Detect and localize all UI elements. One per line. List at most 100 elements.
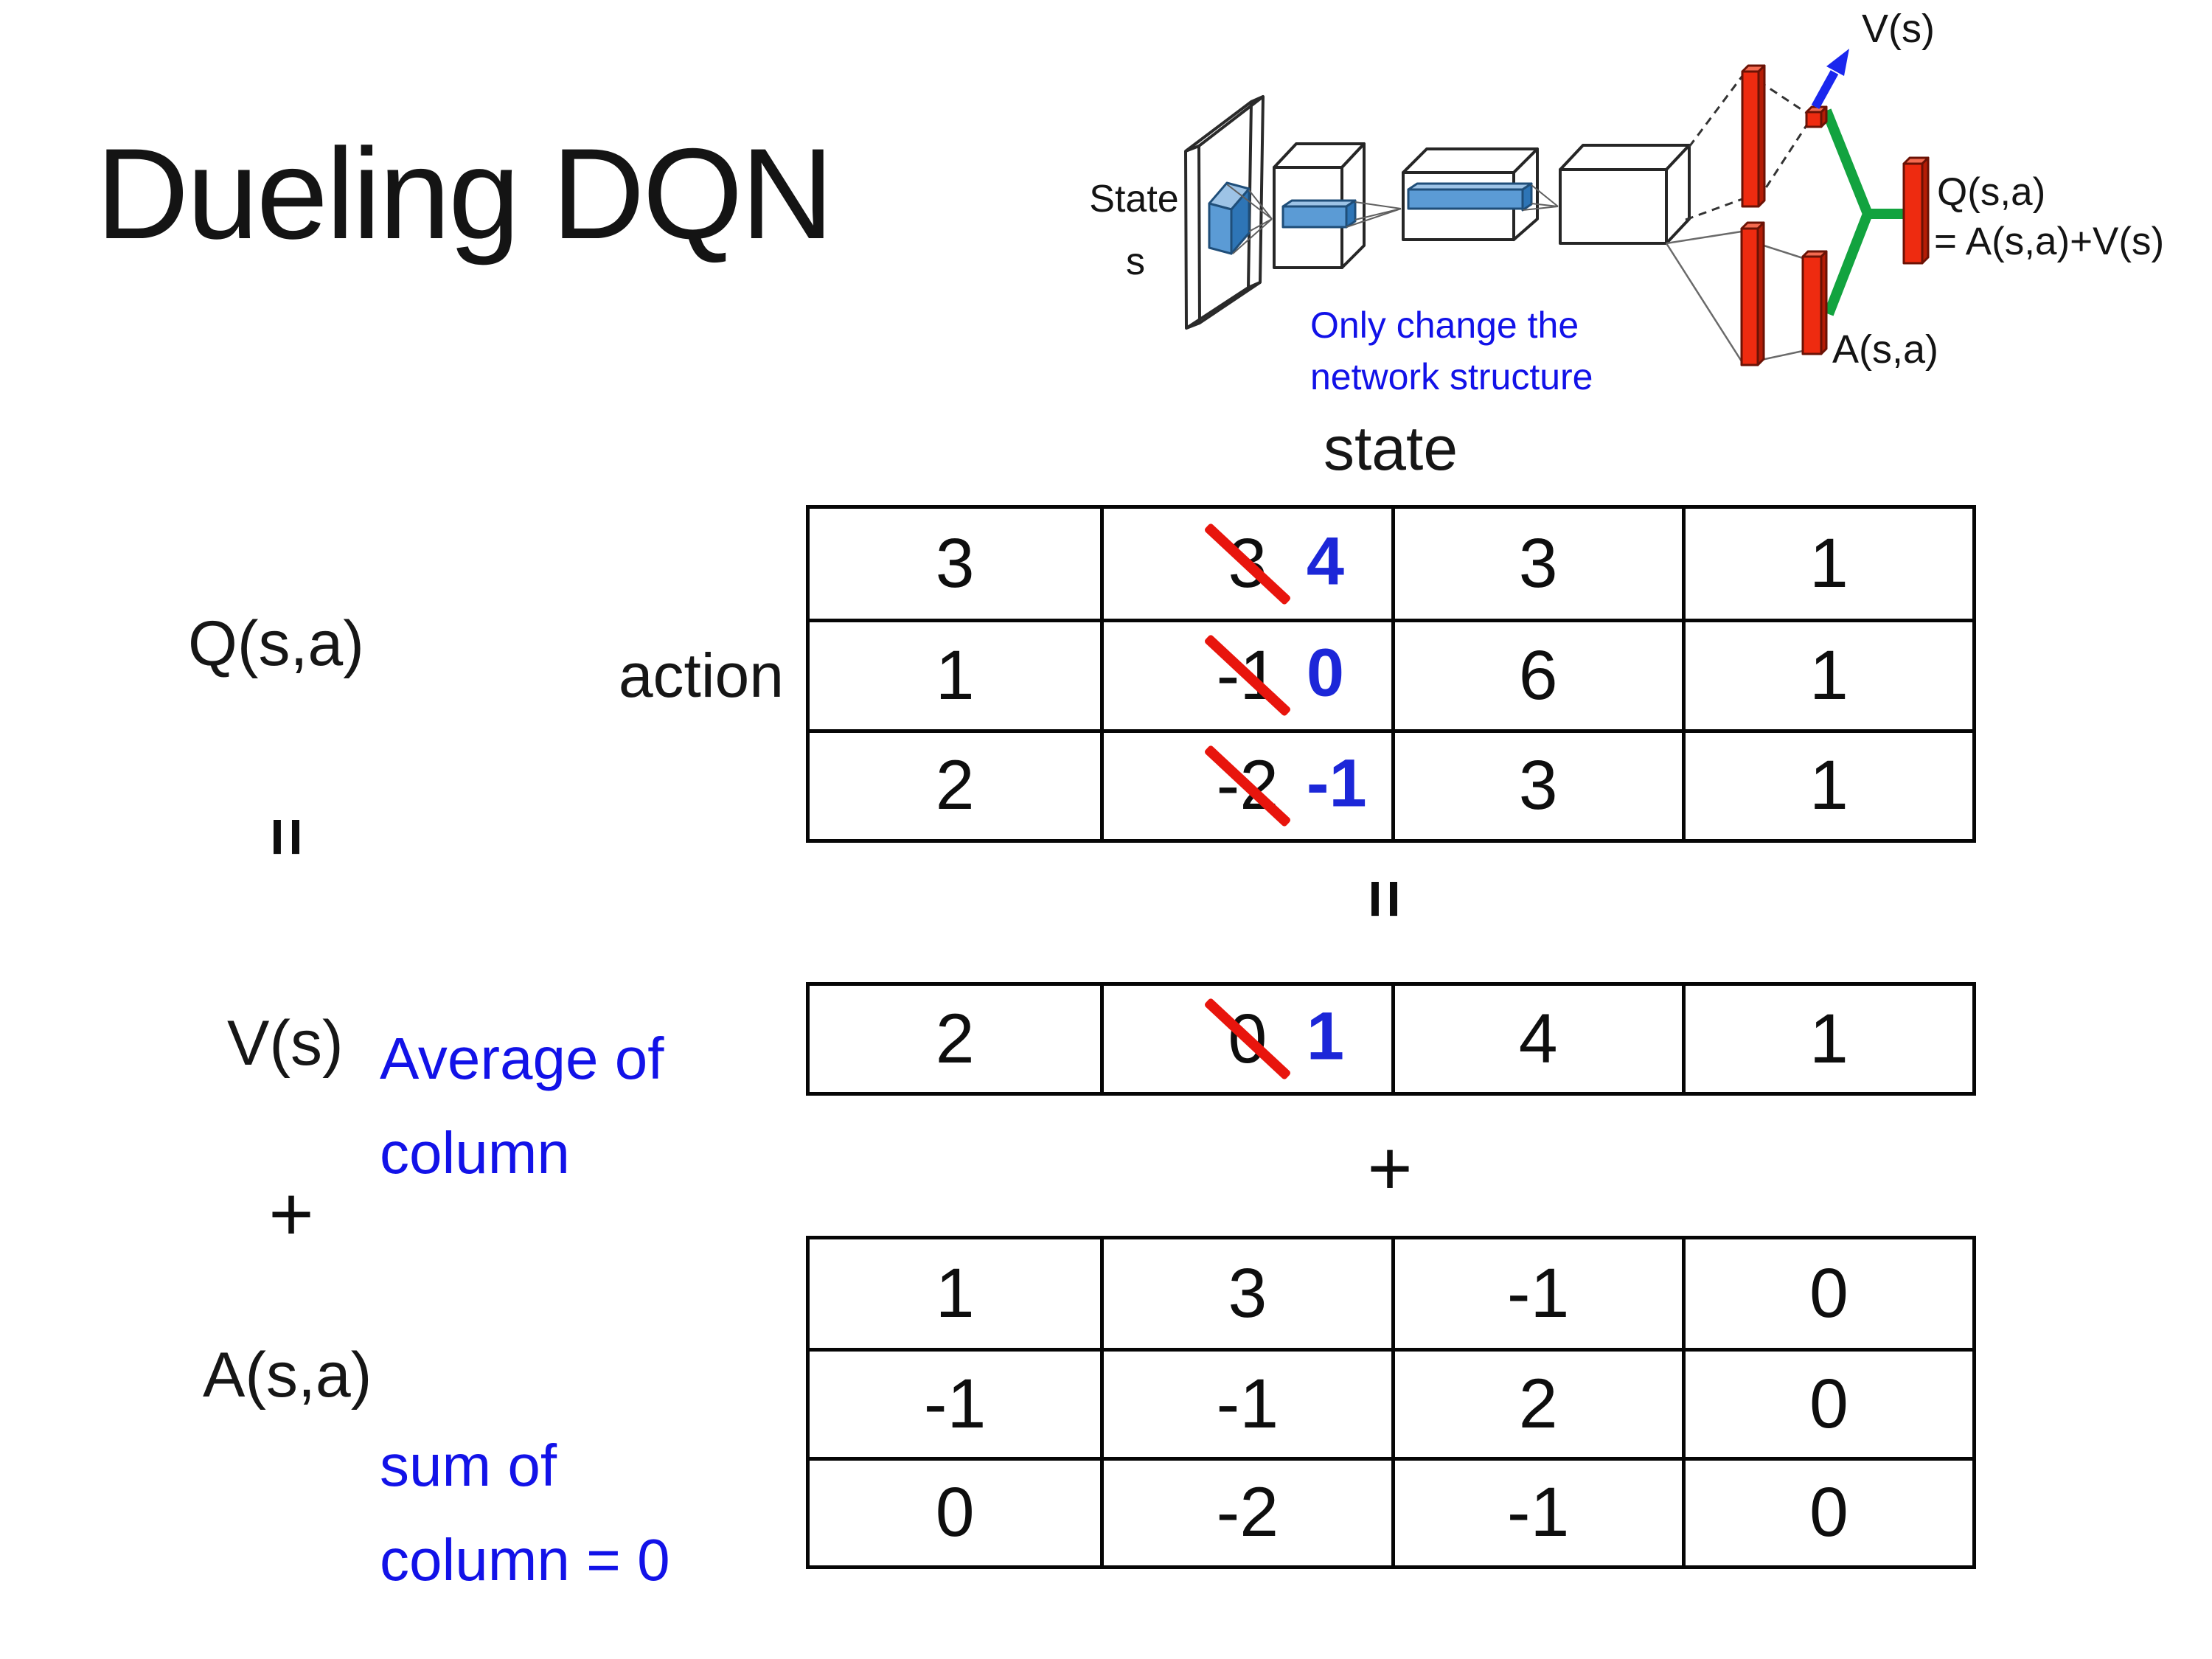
replacement-value: 4 <box>1306 523 1345 599</box>
matrix-value: -1 <box>1506 1254 1570 1333</box>
a-matrix-cell-r2c0: 0 <box>810 1456 1101 1565</box>
slide-title: Dueling DQN <box>96 122 834 266</box>
q-matrix-cell-r0c0: 3 <box>810 509 1100 619</box>
value-arrow-icon <box>1811 49 1849 109</box>
fc-bar-value-stream <box>1741 64 1766 208</box>
diagram-note-line2: network structure <box>1310 356 1593 397</box>
advantage-output-bar <box>1801 250 1828 355</box>
conv-connection-lines-3 <box>1522 184 1559 211</box>
matrix-value: 0 <box>935 1473 975 1552</box>
v-annotation-line1: Average of <box>380 1026 664 1091</box>
matrix-value: 3 <box>1518 524 1558 603</box>
q-matrix-cell-r2c1: -2 -1 <box>1100 728 1391 839</box>
matrix-value: 2 <box>935 999 975 1078</box>
equals-glyph: = <box>1346 879 1422 919</box>
conv-connection-lines-1 <box>1226 184 1273 254</box>
a-matrix-cell-r0c2: -1 <box>1391 1239 1682 1349</box>
matrix-value: 3 <box>1228 1254 1267 1333</box>
q-matrix-cell-r0c2: 3 <box>1391 509 1682 619</box>
q-matrix-cell-r0c3: 1 <box>1681 509 1972 619</box>
q-matrix-cell-r1c2: 6 <box>1391 619 1682 729</box>
v-vector-cell-r0c0: 2 <box>810 986 1100 1092</box>
diagram-q-label: Q(s,a) <box>1937 170 2045 214</box>
v-vector-cell-r0c3: 1 <box>1681 986 1972 1092</box>
value-stream-dashed-lines <box>1685 75 1809 221</box>
a-matrix-cell-r2c2: -1 <box>1391 1456 1682 1565</box>
a-matrix-cell-r2c1: -2 <box>1100 1456 1391 1565</box>
crossed-out-value: -2 <box>1216 746 1279 825</box>
conv-filter-box <box>1208 181 1251 255</box>
matrix-value: 1 <box>1809 746 1848 825</box>
value-node <box>1805 105 1828 128</box>
conv-box-3 <box>1559 144 1691 245</box>
q-output-bar <box>1902 156 1930 265</box>
a-matrix: 1 3 -1 0 -1 -1 2 0 0 -2 -1 0 <box>806 1236 1976 1569</box>
v-vector-label: V(s) <box>227 1008 344 1079</box>
matrix-value: 2 <box>1518 1364 1558 1443</box>
a-matrix-cell-r1c1: -1 <box>1100 1348 1391 1457</box>
q-matrix-cell-r2c3: 1 <box>1681 728 1972 839</box>
equals-sign-mid: = <box>1346 862 1422 936</box>
merge-connector <box>1821 108 1905 316</box>
replacement-value: -1 <box>1306 745 1367 821</box>
equals-glyph: = <box>248 817 324 857</box>
matrix-value: 2 <box>935 746 975 825</box>
matrix-value: 0 <box>1809 1254 1848 1333</box>
diagram-asa-label: A(s,a) <box>1832 327 1938 372</box>
a-matrix-cell-r2c3: 0 <box>1681 1456 1972 1565</box>
conv-connection-lines-2 <box>1346 201 1402 228</box>
crossed-out-value: 3 <box>1228 524 1267 603</box>
fc-bar-advantage-stream <box>1740 221 1765 366</box>
a-annotation-line2: column = 0 <box>380 1527 670 1593</box>
crossed-out-value: -1 <box>1216 636 1279 714</box>
matrix-value: 0 <box>1809 1364 1848 1443</box>
a-matrix-cell-r1c3: 0 <box>1681 1348 1972 1457</box>
matrix-value: 1 <box>1809 524 1848 603</box>
state-axis-label: state <box>1323 414 1458 483</box>
dueling-network-diagram: State s V(s) Q(s,a) = A(s,a)+V(s) A(s,a)… <box>1089 7 2164 397</box>
crossed-out-value: 0 <box>1228 999 1267 1078</box>
a-matrix-cell-r1c2: 2 <box>1391 1348 1682 1457</box>
a-matrix-cell-r0c1: 3 <box>1100 1239 1391 1349</box>
q-matrix-cell-r2c2: 3 <box>1391 728 1682 839</box>
matrix-value: 1 <box>1809 636 1848 714</box>
feature-slab-1 <box>1281 199 1357 229</box>
a-annotation-line1: sum of <box>380 1433 557 1498</box>
matrix-value: 1 <box>935 636 975 714</box>
diagram-state-s-label: s <box>1126 240 1145 283</box>
matrix-value: -1 <box>1506 1473 1570 1552</box>
diagram-state-label: State <box>1089 178 1178 220</box>
matrix-value: -2 <box>1216 1473 1279 1552</box>
q-matrix-label: Q(s,a) <box>188 608 364 679</box>
matrix-value: 1 <box>935 1254 975 1333</box>
plus-glyph: + <box>268 1171 314 1257</box>
feature-slab-2 <box>1407 182 1533 212</box>
matrix-value: -1 <box>923 1364 987 1443</box>
a-matrix-cell-r0c0: 1 <box>810 1239 1100 1348</box>
plus-sign-left: + <box>243 1166 339 1262</box>
a-matrix-cell-r1c0: -1 <box>810 1348 1101 1456</box>
plus-sign-mid: + <box>1342 1121 1438 1217</box>
v-annotation: Average of column <box>380 1012 664 1200</box>
q-matrix-cell-r1c3: 1 <box>1681 619 1972 729</box>
matrix-value: 4 <box>1518 999 1558 1078</box>
matrix-value: 6 <box>1518 636 1558 714</box>
diagram-q-formula: = A(s,a)+V(s) <box>1934 220 2164 263</box>
a-matrix-label: A(s,a) <box>203 1340 372 1411</box>
action-axis-label: action <box>618 641 784 710</box>
matrix-value: 0 <box>1809 1473 1848 1552</box>
a-annotation: sum of column = 0 <box>380 1419 670 1607</box>
matrix-value: 3 <box>935 524 975 603</box>
advantage-stream-lines <box>1665 230 1804 362</box>
matrix-value: -1 <box>1216 1364 1279 1443</box>
replacement-value: 1 <box>1306 998 1345 1074</box>
diagram-vs-label: V(s) <box>1862 7 1935 51</box>
v-annotation-line2: column <box>380 1120 570 1186</box>
q-matrix-cell-r1c0: 1 <box>810 619 1101 728</box>
matrix-value: 1 <box>1809 999 1848 1078</box>
